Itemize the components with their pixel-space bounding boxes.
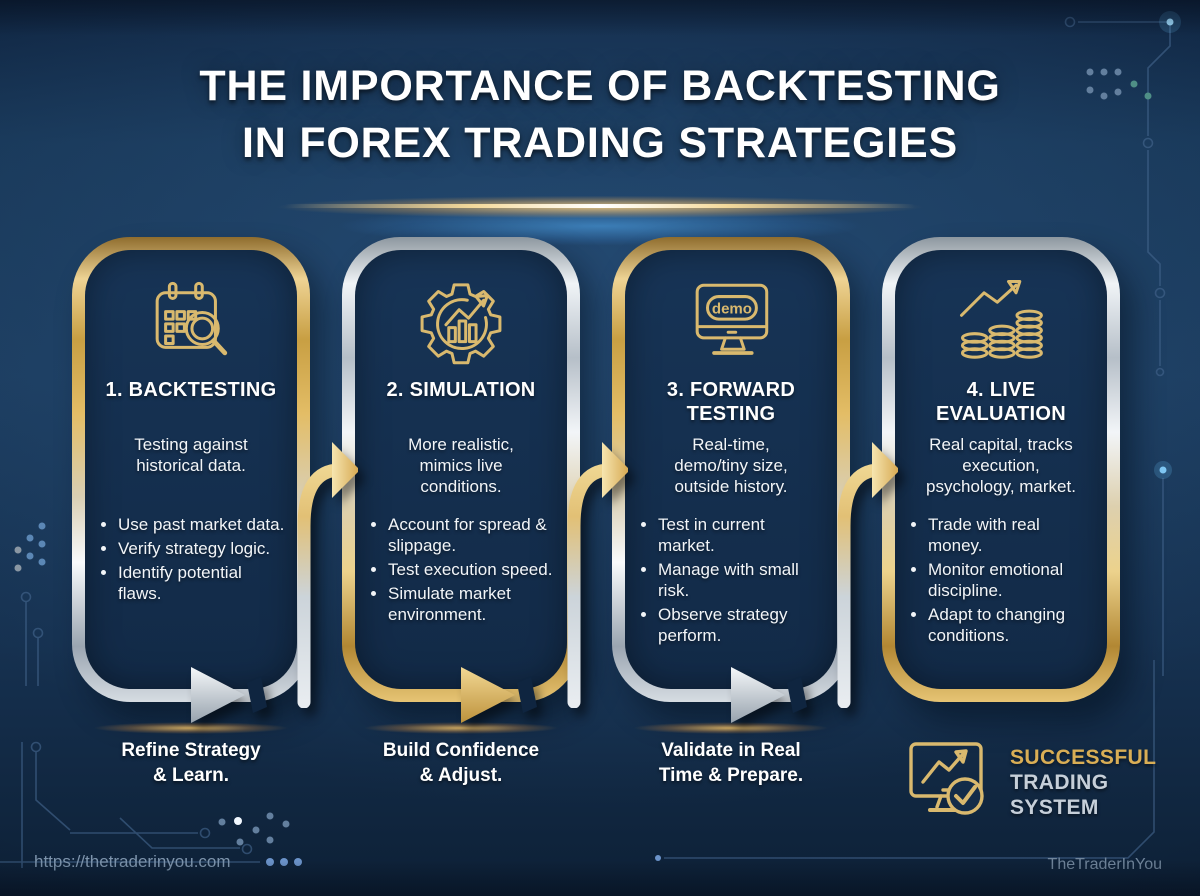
bullet-item: Use past market data. xyxy=(118,514,286,535)
bottom-arrow-card3-icon xyxy=(731,667,807,723)
badge-line-successful: SUCCESSFUL xyxy=(1010,746,1157,769)
bullet-item: Test in current market. xyxy=(658,514,826,556)
card-subtitle: Real-time, demo/tiny size, outside histo… xyxy=(674,435,788,497)
bullet-item: Verify strategy logic. xyxy=(118,538,286,559)
card-subtitle: Testing against historical data. xyxy=(134,435,248,476)
bullet-item: Simulate market environment. xyxy=(388,583,556,625)
connector-arrow-2-3-icon xyxy=(567,442,628,708)
card-backtesting: 1. BACKTESTING Testing against historica… xyxy=(72,237,310,702)
page-title-line1: THE IMPORTANCE OF BACKTESTING xyxy=(199,62,1001,110)
bullet-item: Account for spread & slippage. xyxy=(388,514,556,556)
page-title: THE IMPORTANCE OF BACKTESTING IN FOREX T… xyxy=(0,58,1200,172)
bullet-item: Test execution speed. xyxy=(388,559,556,580)
card-subtitle: More realistic, mimics live conditions. xyxy=(408,435,514,497)
bullet-item: Manage with small risk. xyxy=(658,559,826,601)
bottom-arrow-card2-icon xyxy=(461,667,537,723)
demo-monitor-icon: demo xyxy=(695,283,769,355)
card-simulation: 2. SIMULATION More realistic, mimics liv… xyxy=(342,237,580,702)
card-heading: 2. SIMULATION xyxy=(386,379,536,401)
demo-label: demo xyxy=(712,300,752,317)
badge-line-trading: TRADING xyxy=(1010,770,1109,794)
caption-backtesting: Refine Strategy & Learn. xyxy=(121,740,261,787)
card-forward-testing: demo 3. FORWARD TESTING Real-time, demo/… xyxy=(612,237,850,702)
caption-simulation: Build Confidence & Adjust. xyxy=(382,740,540,787)
caption-forward-testing: Validate in Real Time & Prepare. xyxy=(658,740,804,787)
connector-arrow-1-2-icon xyxy=(297,442,358,708)
card-heading: 4. LIVE EVALUATION xyxy=(935,379,1067,426)
bullet-item: Monitor emotional discipline. xyxy=(928,559,1096,601)
connector-arrow-3-4-icon xyxy=(837,442,898,708)
bullet-item: Trade with real money. xyxy=(928,514,1096,556)
card-bullet-list: Use past market data. Verify strategy lo… xyxy=(96,514,286,607)
card-live-evaluation: 4. LIVE EVALUATION Real capital, tracks … xyxy=(882,237,1120,702)
calendar-magnifier-icon xyxy=(155,281,228,356)
card-heading: 1. BACKTESTING xyxy=(105,379,277,401)
success-badge: SUCCESSFUL TRADING SYSTEM xyxy=(903,736,1156,828)
bullet-item: Adapt to changing conditions. xyxy=(928,604,1096,646)
footer-url: https://thetraderinyou.com xyxy=(34,852,231,871)
card-subtitle: Real capital, tracks execution, psycholo… xyxy=(926,435,1076,497)
gear-chart-icon xyxy=(420,283,502,365)
monitor-check-icon xyxy=(909,742,984,815)
card-bullet-list: Test in current market. Manage with smal… xyxy=(636,514,826,649)
coins-growth-icon xyxy=(960,280,1043,359)
bottom-arrow-card1-icon xyxy=(191,667,267,723)
badge-line-system: SYSTEM xyxy=(1010,795,1099,819)
card-bullet-list: Trade with real money. Monitor emotional… xyxy=(906,514,1096,649)
page-title-line2: IN FOREX TRADING STRATEGIES xyxy=(241,118,958,167)
card-heading: 3. FORWARD TESTING xyxy=(666,379,796,426)
footer-brand: TheTraderInYou xyxy=(1047,856,1162,873)
bullet-item: Identify potential flaws. xyxy=(118,562,286,604)
card-bullet-list: Account for spread & slippage. Test exec… xyxy=(366,514,556,628)
bullet-item: Observe strategy perform. xyxy=(658,604,826,646)
